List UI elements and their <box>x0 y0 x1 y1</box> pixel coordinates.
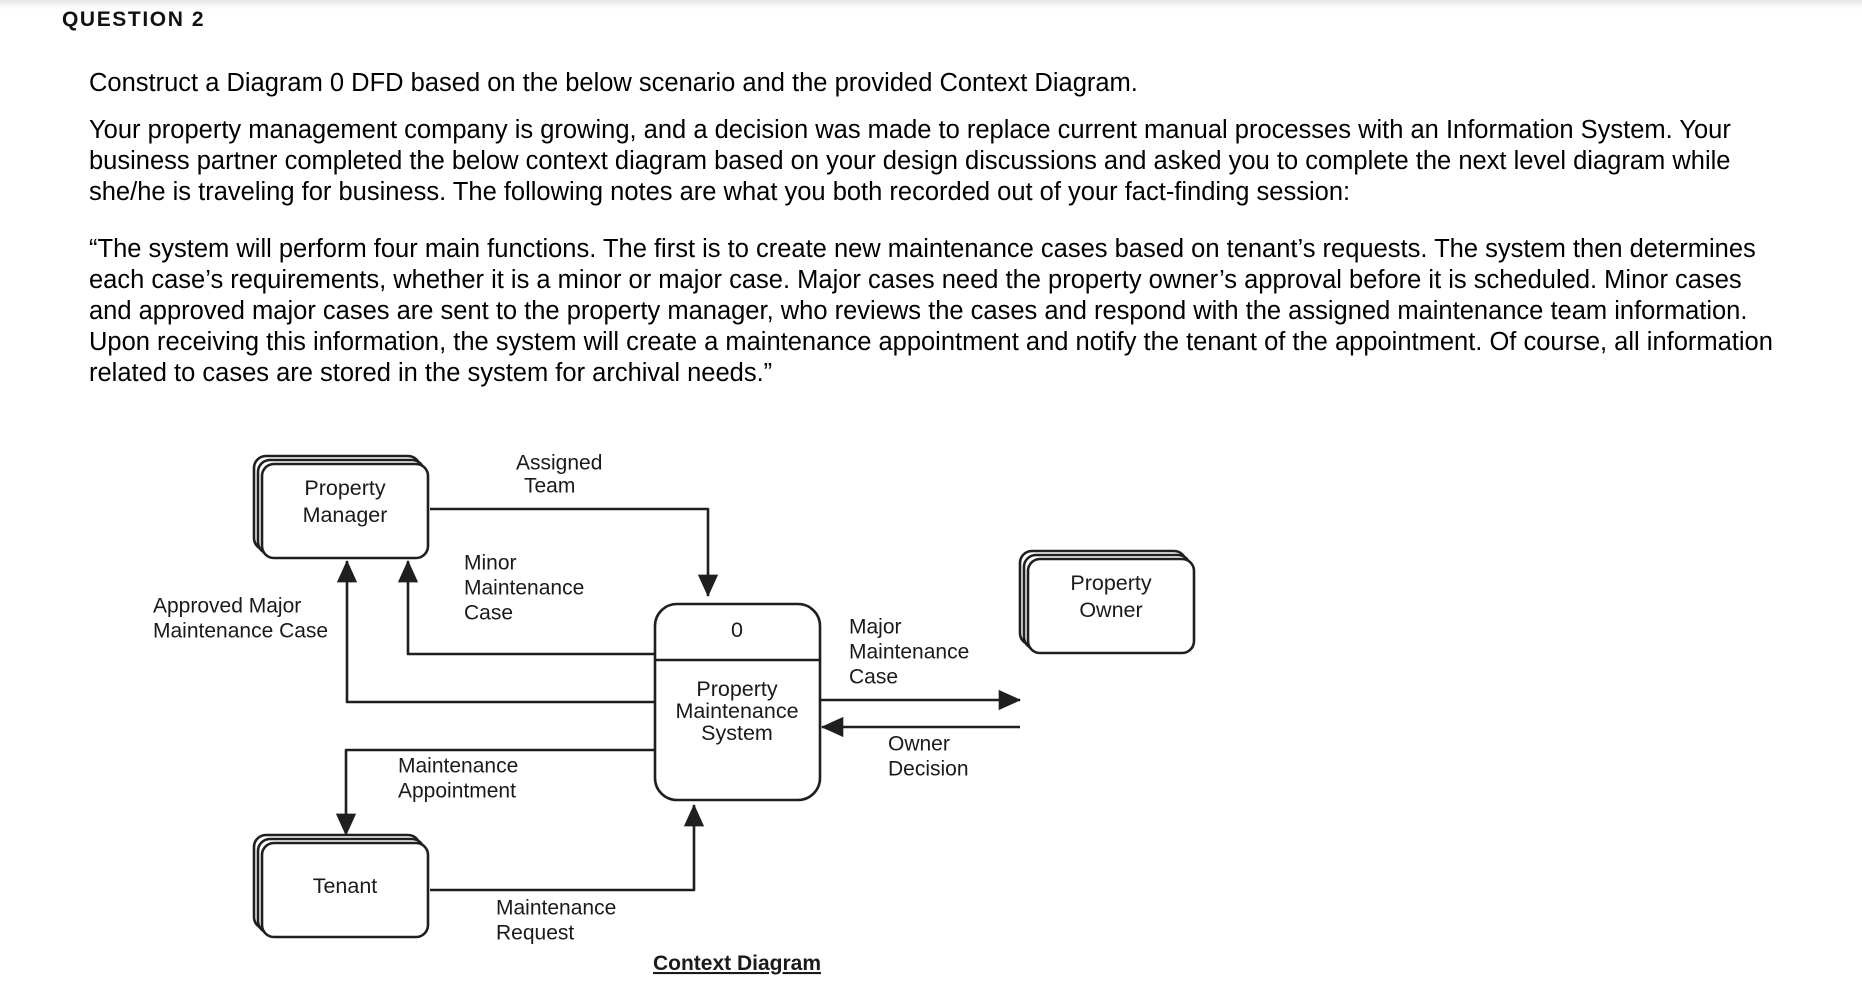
flow-line-approved-major-maintenance-case <box>336 559 655 704</box>
process-property-maintenance-system[interactable]: 0 Property Maintenance System <box>653 602 822 802</box>
flow-label-minor-maintenance-case-line2: Maintenance <box>464 576 584 599</box>
flow-label-assigned-team: Assigned Team <box>516 451 602 497</box>
flow-label-maintenance-request-line1: Maintenance <box>496 896 616 919</box>
flow-label-assigned-team-line2: Team <box>524 474 575 497</box>
process-name-line1: Property <box>696 677 778 701</box>
flow-label-assigned-team-line1: Assigned <box>516 451 602 474</box>
flow-label-minor-maintenance-case: Minor Maintenance Case <box>464 551 584 624</box>
context-diagram-svg: Property Manager 0 Property Maintenance … <box>153 451 1196 975</box>
instruction-paragraph: Construct a Diagram 0 DFD based on the b… <box>89 69 1138 97</box>
flow-line-minor-maintenance-case <box>397 559 655 656</box>
page-title: QUESTION 2 <box>62 8 206 31</box>
flow-label-minor-maintenance-case-line1: Minor <box>464 551 517 574</box>
entity-property-manager-label-line1: Property <box>304 476 386 500</box>
entity-property-manager[interactable]: Property Manager <box>252 454 430 560</box>
entity-tenant-label-line1: Tenant <box>313 874 378 898</box>
flow-label-major-maintenance-case-line3: Case <box>849 665 898 688</box>
flow-label-owner-decision: Owner Decision <box>888 732 969 780</box>
flow-label-maintenance-appointment: Maintenance Appointment <box>398 754 518 802</box>
flow-label-maintenance-request-line2: Request <box>496 921 574 944</box>
flow-line-assigned-team <box>430 507 719 598</box>
entity-property-manager-label-line2: Manager <box>303 503 388 527</box>
flow-label-approved-major-maintenance-case-line1: Approved Major <box>153 594 301 617</box>
flow-line-maintenance-appointment <box>335 748 655 837</box>
flow-label-approved-major-maintenance-case-line2: Maintenance Case <box>153 619 328 642</box>
entity-property-owner-label-line1: Property <box>1070 571 1152 595</box>
flow-label-maintenance-appointment-line2: Appointment <box>398 779 516 802</box>
process-name-line2: Maintenance <box>675 699 798 723</box>
process-name-line3: System <box>701 721 773 745</box>
diagram-caption: Context Diagram <box>653 952 821 975</box>
notes-quote-paragraph: “The system will perform four main funct… <box>89 235 1773 387</box>
flow-line-maintenance-request <box>430 803 705 892</box>
scenario-paragraph: Your property management company is grow… <box>89 116 1731 206</box>
entity-property-owner[interactable]: Property Owner <box>1018 549 1196 655</box>
entity-tenant[interactable]: Tenant <box>252 833 430 939</box>
entity-property-owner-label-line2: Owner <box>1079 598 1142 622</box>
context-diagram: Property Manager 0 Property Maintenance … <box>0 430 1862 1008</box>
flow-label-maintenance-request: Maintenance Request <box>496 896 616 944</box>
flow-label-major-maintenance-case: Major Maintenance Case <box>849 615 969 688</box>
process-number: 0 <box>731 618 743 642</box>
flow-label-owner-decision-line2: Decision <box>888 757 969 780</box>
flow-label-minor-maintenance-case-line3: Case <box>464 601 513 624</box>
flow-label-owner-decision-line1: Owner <box>888 732 950 755</box>
page-top-shadow <box>0 0 1862 10</box>
flow-label-major-maintenance-case-line1: Major <box>849 615 902 638</box>
flow-label-maintenance-appointment-line1: Maintenance <box>398 754 518 777</box>
flow-label-major-maintenance-case-line2: Maintenance <box>849 640 969 663</box>
flow-label-approved-major-maintenance-case: Approved Major Maintenance Case <box>153 594 328 642</box>
